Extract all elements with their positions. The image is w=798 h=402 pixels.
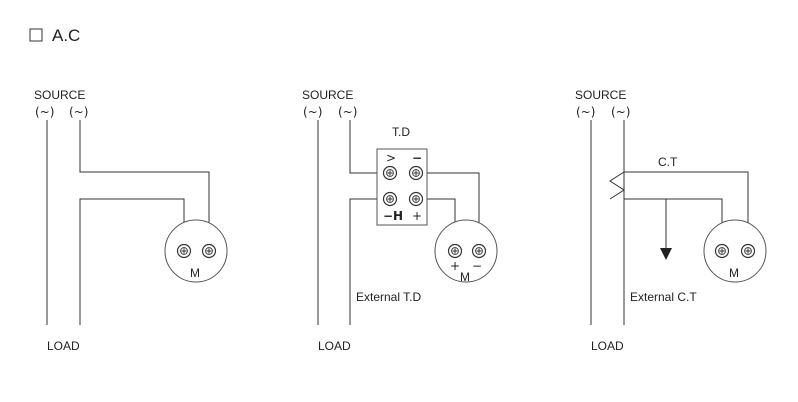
load-label: LOAD	[47, 339, 80, 353]
wire	[416, 172, 480, 245]
ac-symbol: (~)	[576, 105, 595, 119]
terminal-screw-icon	[447, 243, 463, 259]
terminal-screw-icon	[408, 191, 424, 207]
checkbox-icon	[29, 28, 43, 42]
diagram-current-transformer: SOURCE (~) (~) C.T M External C.T LOAD	[575, 88, 767, 353]
terminal-screw-icon	[201, 243, 217, 259]
terminal-screw-icon	[408, 165, 424, 181]
motor-circle	[703, 219, 767, 283]
ct-label: C.T	[658, 155, 678, 169]
load-label: LOAD	[318, 339, 351, 353]
terminal-screw-icon	[382, 165, 398, 181]
page-title: A.C	[52, 26, 80, 45]
td-terminal-symbol: −	[412, 151, 422, 165]
load-label: LOAD	[591, 339, 624, 353]
ct-coil-icon	[609, 171, 625, 200]
terminal-screw-icon	[382, 191, 398, 207]
motor-circle	[434, 219, 498, 283]
diagram-basic: SOURCE (~) (~) M LOAD	[34, 88, 228, 353]
polarity-minus: −	[472, 259, 482, 273]
motor-circle	[164, 219, 228, 283]
arrow-down-icon	[660, 248, 672, 260]
td-terminal-symbol: >	[386, 151, 396, 165]
td-label: T.D	[392, 125, 410, 139]
terminal-screw-icon	[471, 243, 487, 259]
external-td-label: External T.D	[356, 290, 421, 304]
source-label: SOURCE	[302, 88, 353, 102]
ac-symbol: (~)	[303, 105, 322, 119]
ac-symbol: (~)	[338, 105, 357, 119]
ac-symbol: (~)	[69, 105, 88, 119]
diagram-thermal-detector: SOURCE (~) (~) T.D > − −H + + − M Extern…	[302, 88, 498, 353]
motor-label: M	[729, 266, 739, 280]
terminal-screw-icon	[714, 243, 730, 259]
terminal-screw-icon	[740, 243, 756, 259]
td-terminal-symbol: −H	[383, 209, 403, 223]
polarity-plus: +	[450, 259, 460, 273]
ac-symbol: (~)	[611, 105, 630, 119]
td-terminal-symbol: +	[412, 209, 422, 223]
wire	[624, 171, 749, 245]
terminal-screw-icon	[176, 243, 192, 259]
thermal-detector-box	[376, 148, 428, 226]
motor-label: M	[190, 266, 200, 280]
source-label: SOURCE	[575, 88, 626, 102]
motor-label: M	[460, 270, 470, 284]
external-ct-label: External C.T	[630, 290, 697, 304]
ac-symbol: (~)	[35, 105, 54, 119]
source-label: SOURCE	[34, 88, 85, 102]
wire	[79, 120, 210, 245]
